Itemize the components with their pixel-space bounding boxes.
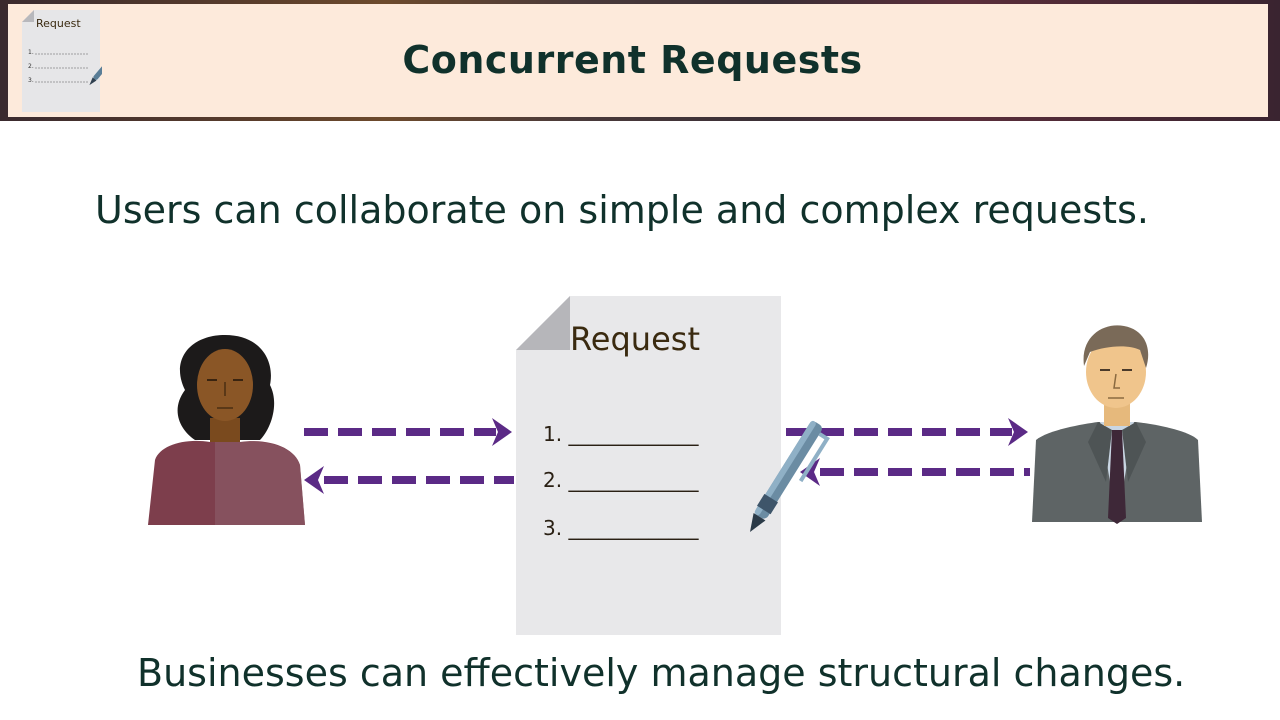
- subtitle-text: Users can collaborate on simple and comp…: [95, 188, 1149, 232]
- arrow-right-icon: [304, 418, 512, 446]
- document-line-2: 2. _____________: [543, 468, 699, 492]
- arrow-left-icon: [304, 466, 514, 494]
- document-line-3: 3. _____________: [543, 516, 699, 540]
- arrow-pair-left: [304, 418, 514, 494]
- arrow-left-icon: [800, 458, 1030, 486]
- page-title: Concurrent Requests: [402, 38, 863, 82]
- footer-text: Businesses can effectively manage struct…: [137, 651, 1186, 695]
- header-banner: [8, 4, 1268, 117]
- svg-text:2.: 2.: [28, 63, 34, 70]
- man-avatar-icon: [1032, 325, 1202, 524]
- document-icon: [516, 296, 781, 635]
- document-line-1: 1. _____________: [543, 422, 699, 446]
- pen-icon: [750, 420, 830, 532]
- mini-doc-title: Request: [36, 17, 81, 30]
- arrow-right-icon: [786, 418, 1028, 446]
- woman-avatar-icon: [148, 335, 305, 525]
- mini-document-icon: Request 1. 2. 3.: [22, 10, 102, 112]
- document-title: Request: [570, 320, 700, 358]
- svg-text:3.: 3.: [28, 77, 34, 84]
- svg-text:1.: 1.: [28, 49, 34, 56]
- arrow-pair-right: [786, 418, 1030, 486]
